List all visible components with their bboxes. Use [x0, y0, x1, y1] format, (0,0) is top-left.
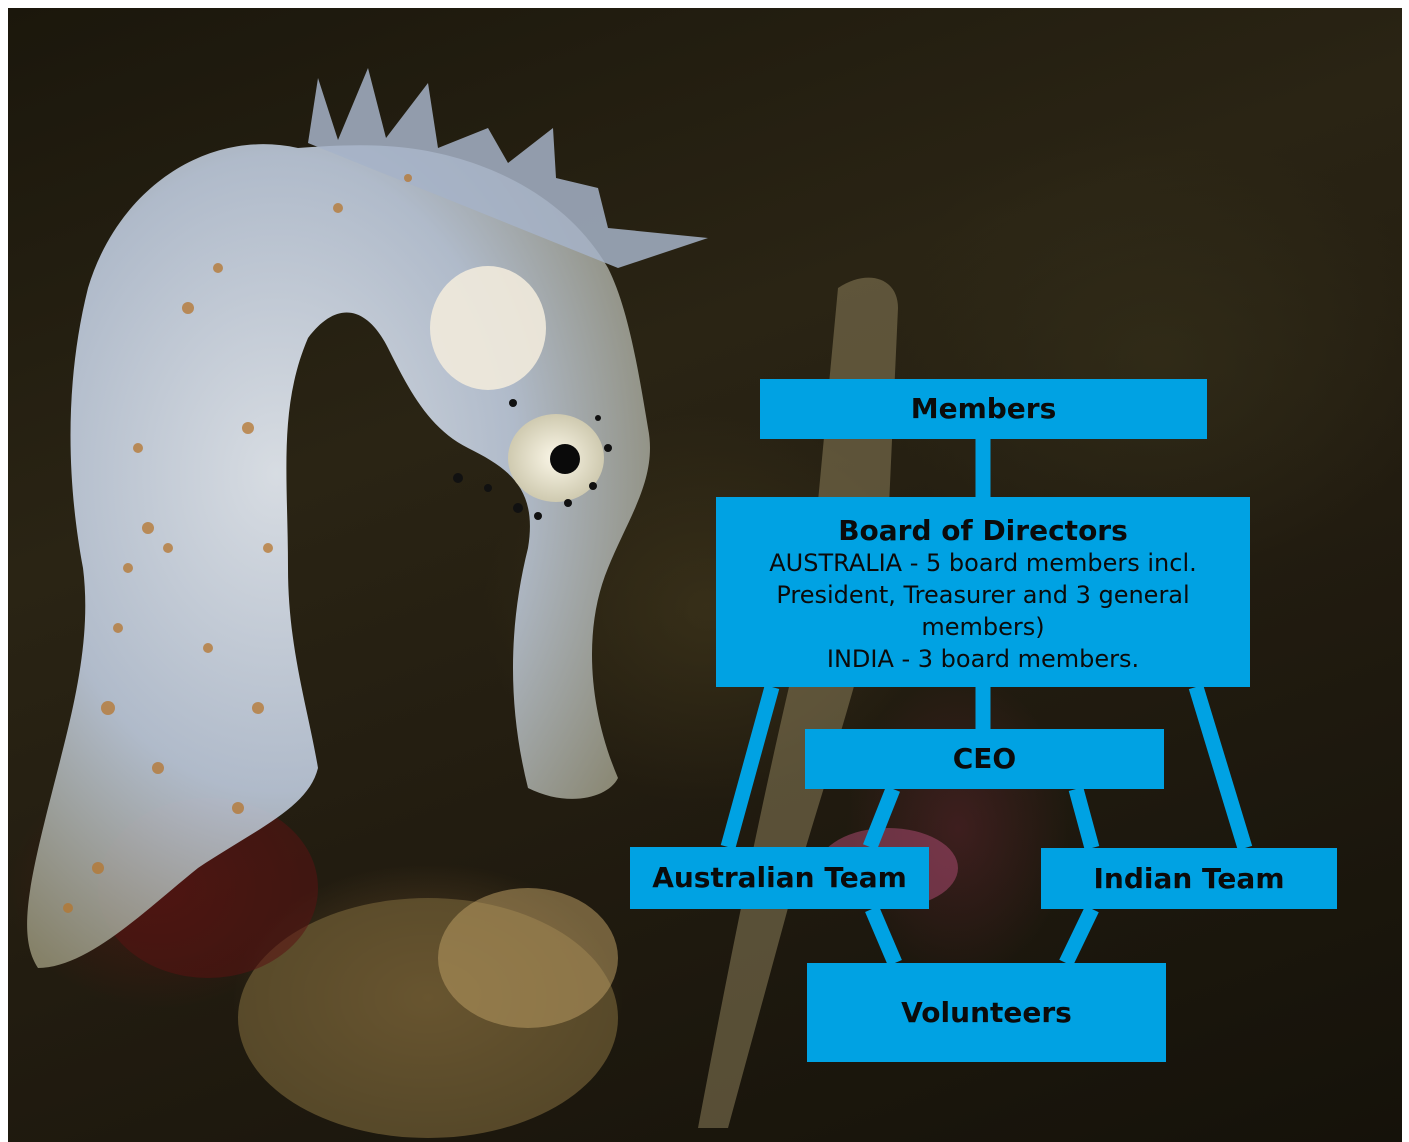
- edge-australian-team-volunteers: [872, 909, 895, 963]
- board-line: members): [911, 611, 1054, 643]
- board-line: AUSTRALIA - 5 board members incl.: [759, 547, 1207, 579]
- members-node: Members: [760, 379, 1207, 439]
- board-line: INDIA - 3 board members.: [817, 643, 1149, 675]
- indian-team-node: Indian Team: [1041, 848, 1337, 909]
- board-line: President, Treasurer and 3 general: [766, 579, 1199, 611]
- volunteers-title: Volunteers: [901, 997, 1072, 1029]
- edge-board-indian-team: [1196, 687, 1245, 848]
- ceo-node: CEO: [805, 729, 1164, 789]
- australian-team-title: Australian Team: [652, 862, 907, 894]
- ceo-title: CEO: [953, 743, 1016, 775]
- edge-ceo-australian-team: [870, 789, 893, 847]
- edge-ceo-indian-team: [1076, 789, 1092, 848]
- australian-team-node: Australian Team: [630, 847, 929, 909]
- board-title: Board of Directors: [838, 515, 1128, 547]
- edge-indian-team-volunteers: [1066, 909, 1092, 963]
- edge-board-australian-team: [728, 687, 772, 847]
- indian-team-title: Indian Team: [1093, 863, 1284, 895]
- members-title: Members: [911, 393, 1057, 425]
- volunteers-node: Volunteers: [807, 963, 1166, 1062]
- board-of-directors-node: Board of Directors AUSTRALIA - 5 board m…: [716, 497, 1250, 687]
